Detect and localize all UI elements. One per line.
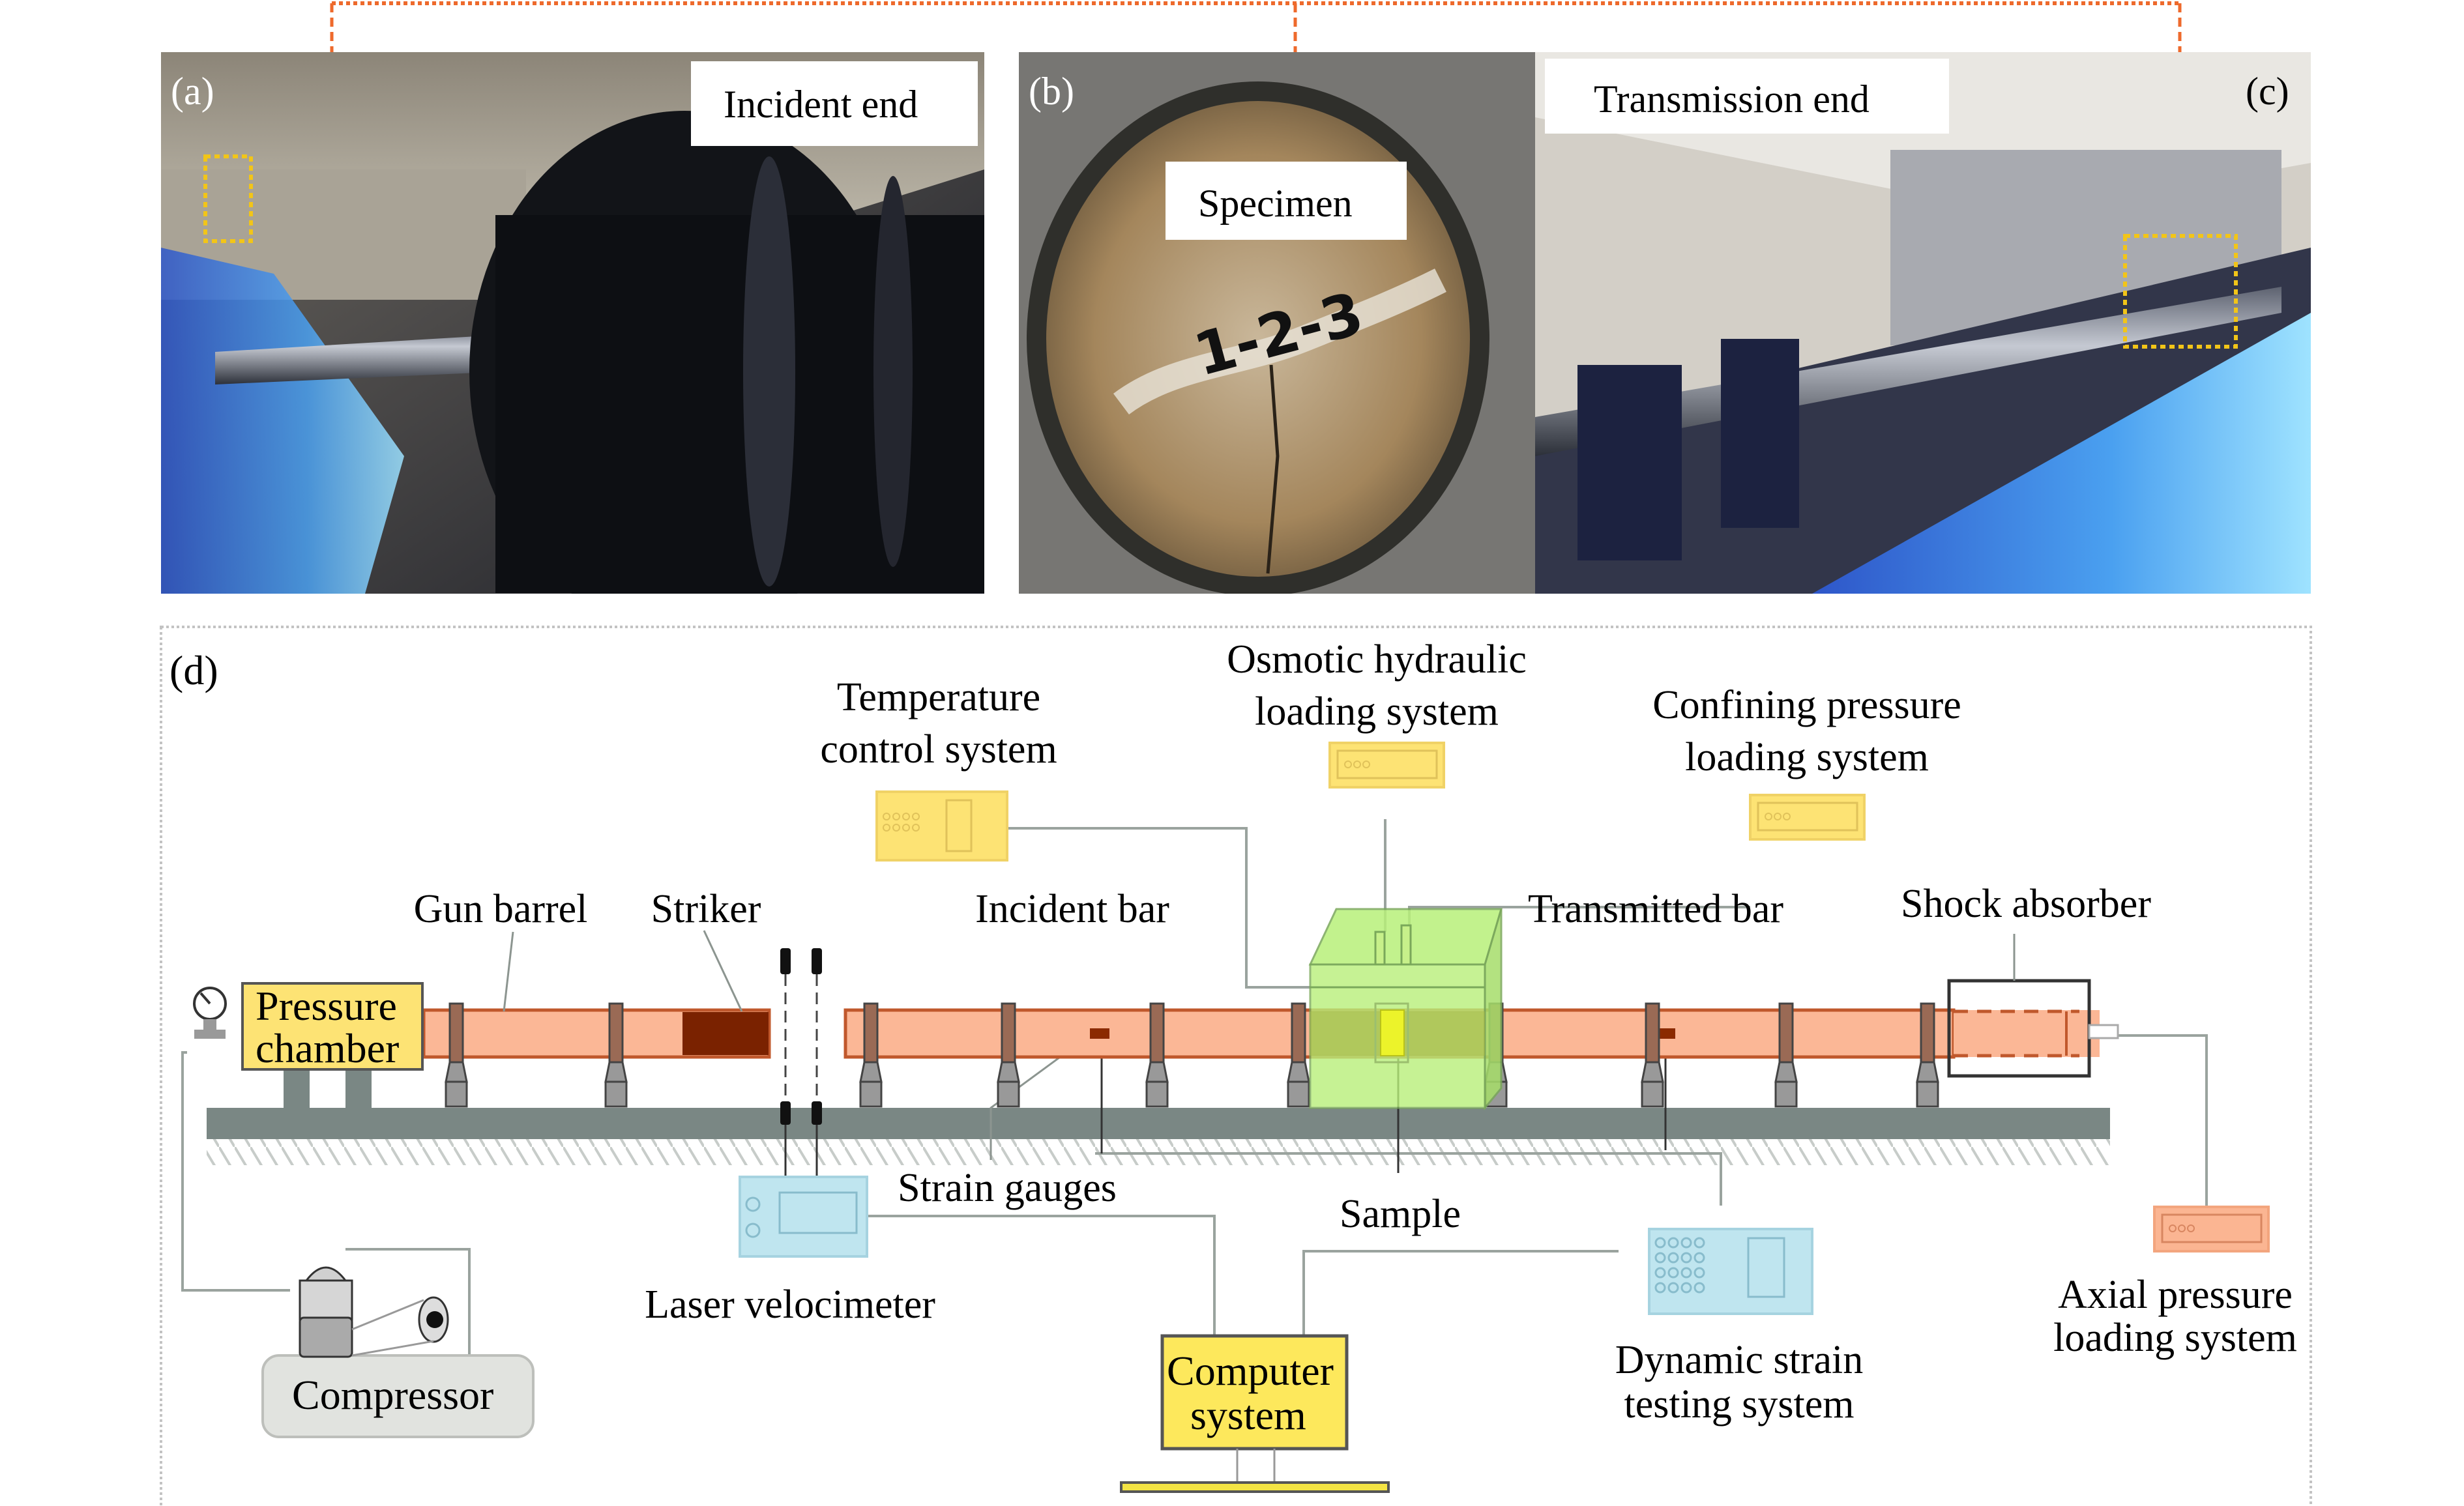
label-shock-absorber: Shock absorber bbox=[1901, 882, 2151, 926]
highlight-box-c bbox=[2123, 234, 2238, 349]
strain-gauge-transmitted bbox=[1656, 1028, 1675, 1039]
laser-velocimeter-unit bbox=[739, 1176, 868, 1258]
label-computer-1: Computer bbox=[1167, 1348, 1334, 1394]
label-computer-2: system bbox=[1190, 1392, 1306, 1438]
photo-specimen: 1-2-3 Specimen (b) bbox=[1019, 52, 1535, 594]
computer-system bbox=[1120, 1334, 1390, 1493]
label-axial-1: Axial pressure bbox=[2058, 1273, 2293, 1317]
photo-transmission-end: Transmission end (c) bbox=[1535, 52, 2311, 594]
panel-label-c: (c) bbox=[2246, 70, 2289, 113]
caption-box-specimen bbox=[1166, 162, 1407, 240]
label-temperature-2: control system bbox=[820, 727, 1057, 772]
diagram-frame bbox=[160, 626, 2312, 1506]
panel-label-d: (d) bbox=[169, 647, 218, 693]
caption-box-incident-end bbox=[691, 61, 978, 146]
label-confining-2: loading system bbox=[1685, 735, 1929, 779]
striker bbox=[682, 1012, 769, 1055]
label-pressure-chamber-2: chamber bbox=[256, 1025, 399, 1071]
base-rail bbox=[207, 1108, 2110, 1139]
label-compressor: Compressor bbox=[292, 1372, 493, 1418]
highlight-box-a bbox=[203, 154, 253, 243]
photo-incident-end: Incident end (a) bbox=[161, 52, 984, 594]
laser-probes bbox=[780, 948, 822, 1125]
caption-specimen: Specimen bbox=[1198, 182, 1353, 225]
sample bbox=[1380, 1009, 1405, 1056]
caption-incident-end: Incident end bbox=[724, 83, 918, 126]
label-confining-1: Confining pressure bbox=[1652, 683, 1961, 727]
label-axial-2: loading system bbox=[2053, 1316, 2297, 1360]
bar-end-in-absorber bbox=[1954, 1010, 2100, 1057]
caption-box-transmission-end bbox=[1545, 59, 1949, 134]
label-gun-barrel: Gun barrel bbox=[414, 887, 588, 931]
compressor bbox=[261, 1266, 535, 1438]
temperature-control-unit bbox=[875, 790, 1008, 862]
axial-pressure-unit bbox=[2153, 1206, 2270, 1253]
diagram-shpb-system: (d) bbox=[160, 626, 2312, 1506]
pressure-chamber bbox=[241, 982, 424, 1071]
pressure-gauge-icon bbox=[193, 987, 227, 1039]
label-sample: Sample bbox=[1340, 1192, 1461, 1236]
label-pressure-chamber-1: Pressure bbox=[256, 983, 397, 1029]
label-laser-velocimeter: Laser velocimeter bbox=[645, 1282, 935, 1327]
strain-gauge-incident bbox=[1090, 1028, 1109, 1039]
label-osmotic-1: Osmotic hydraulic bbox=[1227, 637, 1527, 682]
caption-transmission-end: Transmission end bbox=[1594, 78, 1870, 121]
label-strain-gauges: Strain gauges bbox=[898, 1166, 1117, 1210]
dynamic-strain-unit bbox=[1648, 1228, 1813, 1315]
label-dynamic-strain-2: testing system bbox=[1624, 1382, 1854, 1426]
label-striker: Striker bbox=[651, 887, 761, 931]
osmotic-hydraulic-unit bbox=[1328, 742, 1445, 789]
confining-chamber bbox=[1308, 908, 1503, 1111]
panel-label-a: (a) bbox=[171, 70, 214, 113]
label-dynamic-strain-1: Dynamic strain bbox=[1615, 1338, 1864, 1382]
label-transmitted-bar: Transmitted bar bbox=[1528, 887, 1783, 931]
label-incident-bar: Incident bar bbox=[975, 887, 1169, 931]
confining-pressure-unit bbox=[1749, 794, 1866, 841]
label-osmotic-2: loading system bbox=[1255, 689, 1499, 734]
panel-label-b: (b) bbox=[1029, 70, 1074, 113]
label-temperature-1: Temperature bbox=[837, 675, 1040, 719]
